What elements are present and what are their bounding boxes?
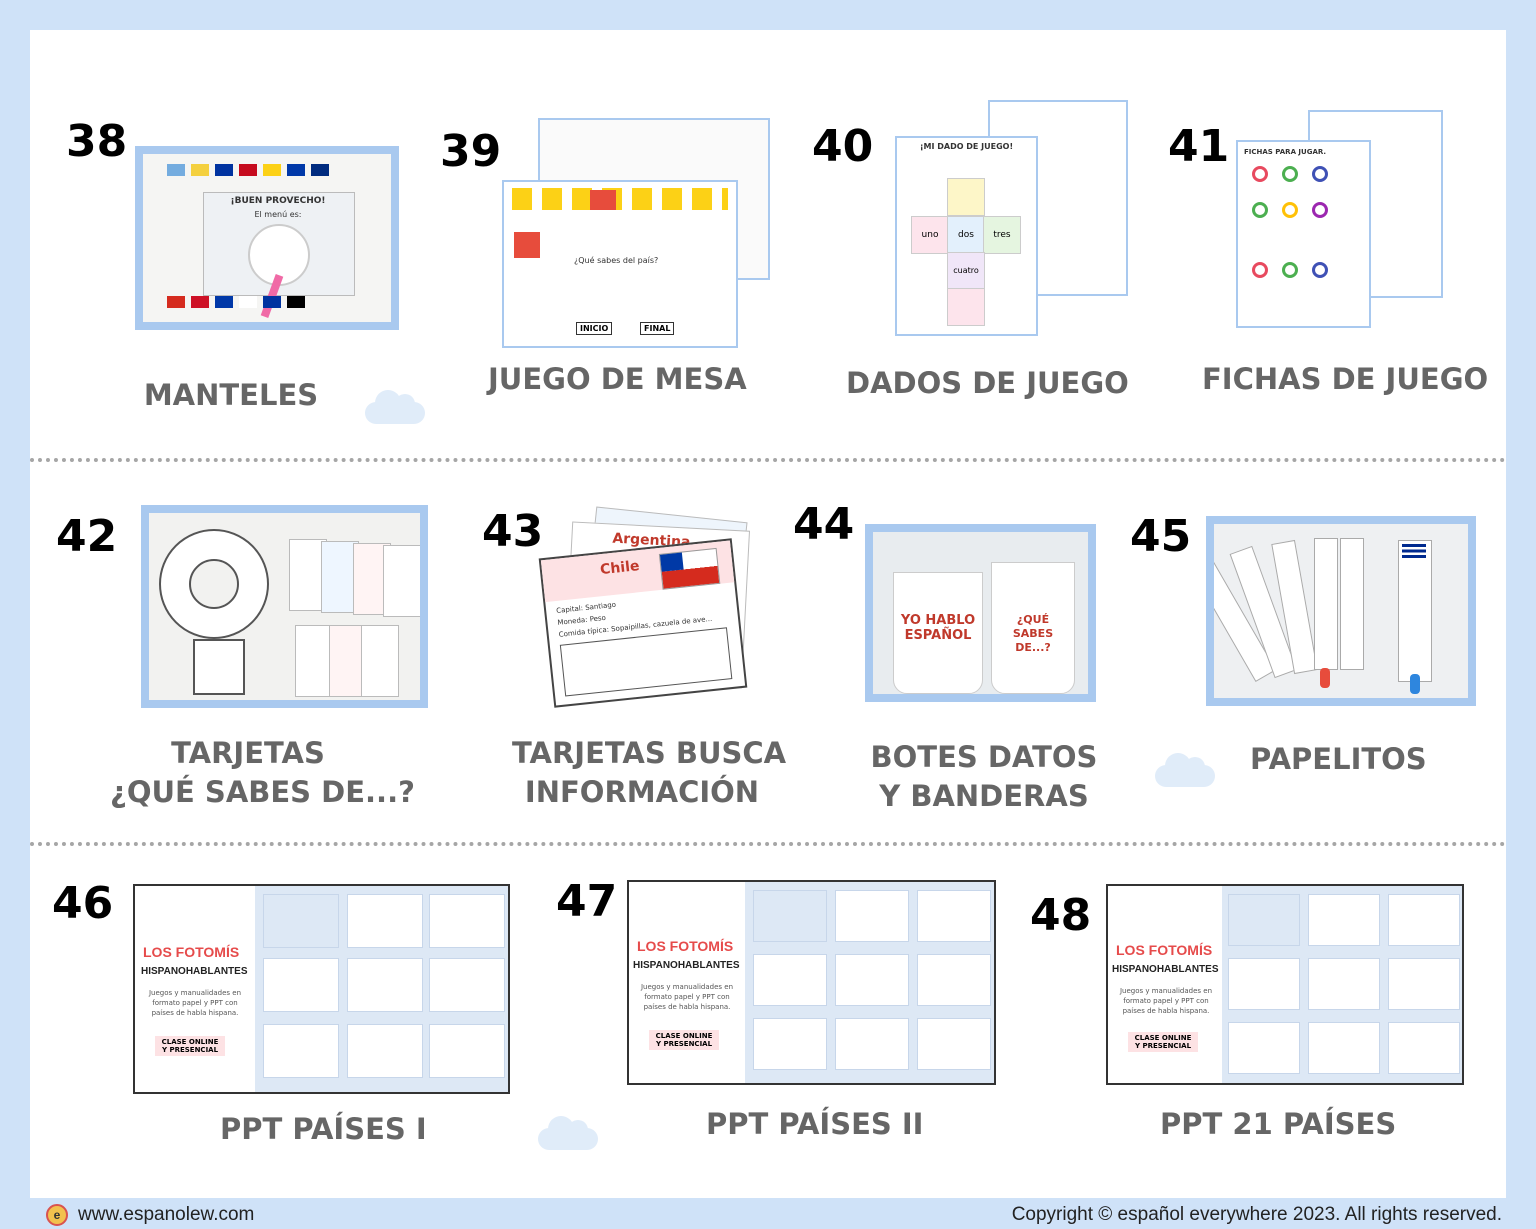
bote-right-text: ¿QUÉ SABES DE...? xyxy=(1012,613,1054,654)
item-label: PAPELITOS xyxy=(1250,742,1427,776)
ppt-21-paises-thumbnail[interactable]: LOS FOTOMÍS HISPANOHABLANTES Juegos y ma… xyxy=(1106,884,1464,1085)
footer-website[interactable]: e www.espanolew.com xyxy=(46,1200,254,1229)
website-link[interactable]: www.espanolew.com xyxy=(78,1203,255,1225)
item-number: 47 xyxy=(556,876,618,927)
item-label: PPT PAÍSES I xyxy=(220,1112,427,1146)
ppt-badge1: CLASE ONLINE xyxy=(1134,1034,1192,1042)
ppt-sub: HISPANOHABLANTES xyxy=(1112,964,1219,975)
ppt-brand: LOS FOTOMÍS xyxy=(143,944,240,960)
ppt-brand: LOS FOTOMÍS xyxy=(637,938,734,954)
item-number: 40 xyxy=(812,121,874,172)
manteles-subtitle: El menú es: xyxy=(254,210,302,219)
item-number: 48 xyxy=(1030,890,1092,941)
cloud-decoration xyxy=(538,1116,598,1150)
dado-title: ¡MI DADO DE JUEGO! xyxy=(919,142,1014,151)
item-number: 39 xyxy=(440,126,502,177)
bote-left-icon: YO HABLO ESPAÑOL xyxy=(893,572,983,694)
ppt-badge1: CLASE ONLINE xyxy=(161,1038,219,1046)
item-number: 46 xyxy=(52,878,114,929)
tarjetas-thumbnail[interactable] xyxy=(141,505,428,708)
item-number: 45 xyxy=(1130,511,1192,562)
dado-dos: dos xyxy=(947,216,985,254)
tarjeta-line1: Capital: Santiago xyxy=(555,600,617,615)
papelitos-thumbnail[interactable] xyxy=(1206,516,1476,706)
bote-right-icon: ¿QUÉ SABES DE...? xyxy=(991,562,1075,694)
item-label: PPT 21 PAÍSES xyxy=(1160,1107,1397,1141)
manteles-title: ¡BUEN PROVECHO! xyxy=(230,196,326,206)
mesa-start: INICIO xyxy=(576,322,613,335)
item-number: 42 xyxy=(56,511,118,562)
ppt-badge2: Y PRESENCIAL xyxy=(161,1046,219,1054)
item-number: 41 xyxy=(1168,121,1230,172)
item-label: JUEGO DE MESA xyxy=(488,362,747,396)
espanolew-logo-icon: e xyxy=(46,1203,68,1226)
item-number: 43 xyxy=(482,506,544,557)
cuba-flag-icon xyxy=(1402,544,1426,558)
item-label: MANTELES xyxy=(143,378,319,412)
item-number: 44 xyxy=(793,499,855,550)
cloud-decoration xyxy=(1155,753,1215,787)
ppt-paises-2-thumbnail[interactable]: LOS FOTOMÍS HISPANOHABLANTES Juegos y ma… xyxy=(627,880,996,1085)
fichas-thumbnail[interactable]: FICHAS PARA JUGAR. xyxy=(1236,140,1371,328)
ppt-desc: Juegos y manualidades en formato papel y… xyxy=(148,989,242,1017)
bote-left-text: YO HABLO ESPAÑOL xyxy=(900,613,976,643)
item-label: FICHAS DE JUEGO xyxy=(1202,362,1489,396)
ppt-badge2: Y PRESENCIAL xyxy=(655,1040,713,1048)
ppt-paises-1-thumbnail[interactable]: LOS FOTOMÍS HISPANOHABLANTES Juegos y ma… xyxy=(133,884,510,1094)
footer-copyright: Copyright © español everywhere 2023. All… xyxy=(1011,1204,1502,1225)
item-number: 38 xyxy=(66,116,128,167)
manteles-thumbnail[interactable]: ¡BUEN PROVECHO! El menú es: xyxy=(135,146,399,330)
ppt-desc: Juegos y manualidades en formato papel y… xyxy=(640,983,734,1011)
ppt-sub: HISPANOHABLANTES xyxy=(141,966,248,977)
chile-flag-icon xyxy=(658,547,721,590)
tarjeta-thumbnail[interactable]: Chile Capital: Santiago Moneda: Peso Com… xyxy=(538,538,748,708)
item-label: TARJETAS¿QUÉ SABES DE...? xyxy=(110,736,415,809)
mesa-end: FINAL xyxy=(640,322,675,335)
ppt-sub: HISPANOHABLANTES xyxy=(633,960,740,971)
juego-mesa-thumbnail[interactable]: ¿Qué sabes del país? INICIO FINAL xyxy=(502,180,738,348)
dado-cuatro: cuatro xyxy=(947,252,985,290)
dados-thumbnail[interactable]: ¡MI DADO DE JUEGO! uno dos tres cuatro xyxy=(895,136,1038,336)
divider-2 xyxy=(30,842,1506,846)
tarjeta-line2: Moneda: Peso xyxy=(557,613,607,627)
fichas-title: FICHAS PARA JUGAR. xyxy=(1244,148,1327,156)
ppt-badge2: Y PRESENCIAL xyxy=(1134,1042,1192,1050)
ppt-desc: Juegos y manualidades en formato papel y… xyxy=(1119,987,1213,1015)
botes-thumbnail[interactable]: YO HABLO ESPAÑOL ¿QUÉ SABES DE...? xyxy=(865,524,1096,702)
mesa-question: ¿Qué sabes del país? xyxy=(574,256,659,265)
ppt-badge1: CLASE ONLINE xyxy=(655,1032,713,1040)
ppt-brand: LOS FOTOMÍS xyxy=(1116,942,1213,958)
item-label: PPT PAÍSES II xyxy=(706,1107,924,1141)
dado-tres: tres xyxy=(983,216,1021,254)
divider-1 xyxy=(30,458,1506,462)
cloud-decoration xyxy=(365,390,425,424)
dado-uno: uno xyxy=(911,216,949,254)
item-label: DADOS DE JUEGO xyxy=(846,366,1129,400)
plate-icon xyxy=(248,224,310,286)
